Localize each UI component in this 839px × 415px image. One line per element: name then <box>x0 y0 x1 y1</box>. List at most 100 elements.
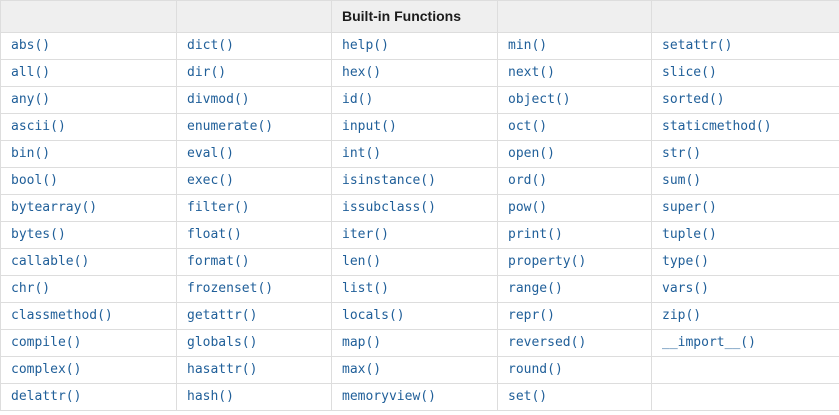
function-link[interactable]: enumerate() <box>187 119 274 134</box>
function-link[interactable]: dict() <box>187 38 234 53</box>
function-link[interactable]: any() <box>11 92 51 107</box>
function-link[interactable]: next() <box>508 65 555 80</box>
function-cell: format() <box>176 248 332 276</box>
function-link[interactable]: repr() <box>508 308 555 323</box>
function-link[interactable]: divmod() <box>187 92 250 107</box>
function-link[interactable]: vars() <box>662 281 709 296</box>
table-row: callable() format() len() property() type() <box>0 248 839 276</box>
function-cell: float() <box>176 221 332 249</box>
function-cell: getattr() <box>176 302 332 330</box>
function-link[interactable]: min() <box>508 38 548 53</box>
function-link[interactable]: type() <box>662 254 709 269</box>
function-link[interactable]: hex() <box>342 65 382 80</box>
function-link[interactable]: reversed() <box>508 335 587 350</box>
function-link[interactable]: input() <box>342 119 397 134</box>
function-cell: exec() <box>176 167 332 195</box>
function-link[interactable]: range() <box>508 281 563 296</box>
function-cell: input() <box>331 113 498 141</box>
function-cell: ord() <box>497 167 652 195</box>
function-link[interactable]: slice() <box>662 65 717 80</box>
function-link[interactable]: ascii() <box>11 119 66 134</box>
function-link[interactable]: max() <box>342 362 382 377</box>
function-link[interactable]: eval() <box>187 146 234 161</box>
function-link[interactable]: getattr() <box>187 308 258 323</box>
function-link[interactable]: bytes() <box>11 227 66 242</box>
table-row: complex() hasattr() max() round() <box>0 356 839 384</box>
function-link[interactable]: abs() <box>11 38 51 53</box>
function-link[interactable]: int() <box>342 146 382 161</box>
function-cell: isinstance() <box>331 167 498 195</box>
function-cell: abs() <box>0 32 177 60</box>
function-cell: enumerate() <box>176 113 332 141</box>
function-link[interactable]: bool() <box>11 173 58 188</box>
function-link[interactable]: object() <box>508 92 571 107</box>
function-link[interactable]: locals() <box>342 308 405 323</box>
function-link[interactable]: bytearray() <box>11 200 98 215</box>
function-cell: all() <box>0 59 177 87</box>
function-cell: object() <box>497 86 652 114</box>
function-cell: bin() <box>0 140 177 168</box>
table-row: chr() frozenset() list() range() vars() <box>0 275 839 303</box>
function-link[interactable]: list() <box>342 281 389 296</box>
function-link[interactable]: dir() <box>187 65 227 80</box>
function-cell: slice() <box>651 59 839 87</box>
function-link[interactable]: setattr() <box>662 38 733 53</box>
function-link[interactable]: chr() <box>11 281 51 296</box>
function-link[interactable]: exec() <box>187 173 234 188</box>
function-link[interactable]: hasattr() <box>187 362 258 377</box>
function-link[interactable]: help() <box>342 38 389 53</box>
function-link[interactable]: oct() <box>508 119 548 134</box>
function-cell: issubclass() <box>331 194 498 222</box>
function-link[interactable]: callable() <box>11 254 90 269</box>
function-link[interactable]: __import__() <box>662 335 756 350</box>
function-link[interactable]: id() <box>342 92 374 107</box>
function-cell: tuple() <box>651 221 839 249</box>
function-link[interactable]: delattr() <box>11 389 82 404</box>
function-link[interactable]: sorted() <box>662 92 725 107</box>
function-link[interactable]: str() <box>662 146 702 161</box>
function-link[interactable]: zip() <box>662 308 702 323</box>
function-link[interactable]: globals() <box>187 335 258 350</box>
function-link[interactable]: issubclass() <box>342 200 436 215</box>
function-cell: str() <box>651 140 839 168</box>
function-link[interactable]: complex() <box>11 362 82 377</box>
function-link[interactable]: format() <box>187 254 250 269</box>
function-link[interactable]: set() <box>508 389 548 404</box>
function-link[interactable]: classmethod() <box>11 308 113 323</box>
function-link[interactable]: print() <box>508 227 563 242</box>
function-cell: hasattr() <box>176 356 332 384</box>
function-link[interactable]: pow() <box>508 200 548 215</box>
function-link[interactable]: frozenset() <box>187 281 274 296</box>
function-cell: complex() <box>0 356 177 384</box>
function-link[interactable]: float() <box>187 227 242 242</box>
function-link[interactable]: filter() <box>187 200 250 215</box>
function-link[interactable]: open() <box>508 146 555 161</box>
table-row: bool() exec() isinstance() ord() sum() <box>0 167 839 195</box>
function-link[interactable]: len() <box>342 254 382 269</box>
function-link[interactable]: map() <box>342 335 382 350</box>
function-link[interactable]: isinstance() <box>342 173 436 188</box>
function-link[interactable]: round() <box>508 362 563 377</box>
function-link[interactable]: sum() <box>662 173 702 188</box>
function-link[interactable]: hash() <box>187 389 234 404</box>
function-link[interactable]: ord() <box>508 173 548 188</box>
table-row: bin() eval() int() open() str() <box>0 140 839 168</box>
table-row: classmethod() getattr() locals() repr() zip(… <box>0 302 839 330</box>
header-cell-empty <box>651 0 839 33</box>
function-link[interactable]: iter() <box>342 227 389 242</box>
table-row: ascii() enumerate() input() oct() staticmeth… <box>0 113 839 141</box>
function-link[interactable]: bin() <box>11 146 51 161</box>
function-cell: oct() <box>497 113 652 141</box>
function-link[interactable]: all() <box>11 65 51 80</box>
table-row: bytes() float() iter() print() tuple() <box>0 221 839 249</box>
function-cell: globals() <box>176 329 332 357</box>
function-cell: super() <box>651 194 839 222</box>
function-link[interactable]: memoryview() <box>342 389 436 404</box>
function-cell: len() <box>331 248 498 276</box>
function-link[interactable]: super() <box>662 200 717 215</box>
header-cell-empty <box>0 0 177 33</box>
function-link[interactable]: tuple() <box>662 227 717 242</box>
function-link[interactable]: property() <box>508 254 587 269</box>
function-link[interactable]: staticmethod() <box>662 119 772 134</box>
function-link[interactable]: compile() <box>11 335 82 350</box>
